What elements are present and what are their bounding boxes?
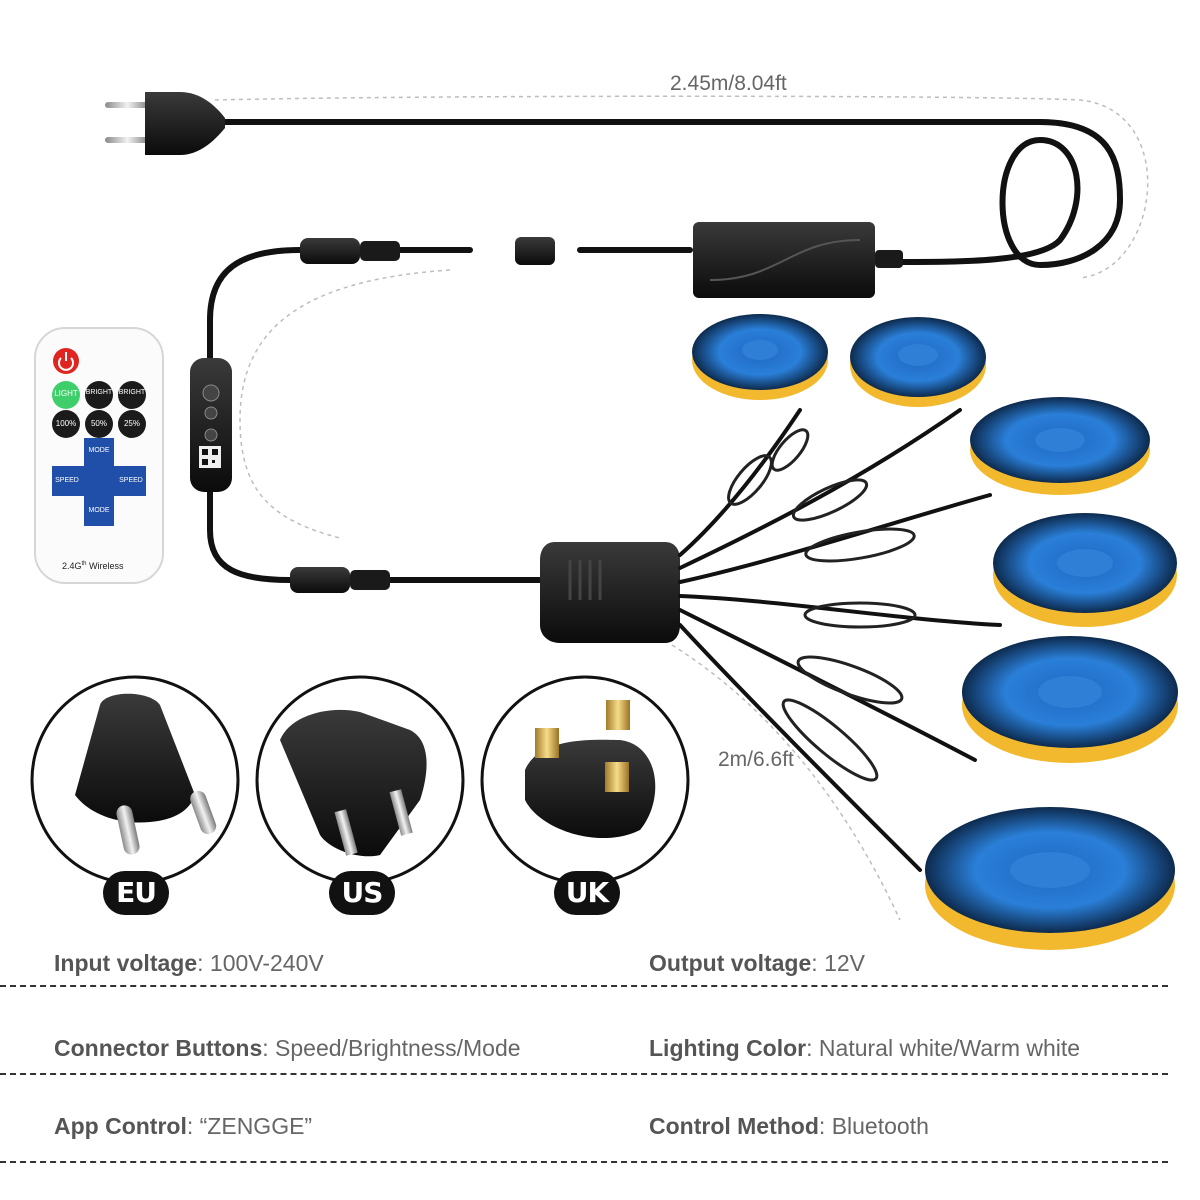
led-strip-coils: [692, 314, 1178, 950]
plug-us-badge: US: [329, 871, 395, 915]
spec-connector-buttons-label: Connector Buttons: [54, 1035, 263, 1061]
remote-bright-up-label: BRIGHT: [85, 389, 113, 396]
spec-lighting-color-value: Natural white/Warm white: [818, 1035, 1081, 1061]
remote-mode-up-label: MODE: [88, 447, 110, 454]
remote-footer-frequency: 2.4G: [62, 561, 82, 571]
remote-speed-left-label: SPEED: [55, 477, 79, 484]
remote-control: [34, 327, 164, 584]
remote-50-label: 50%: [90, 419, 107, 428]
top-cable-length: 2.45m/8.04ft: [670, 72, 787, 95]
plug-uk-badge: UK: [554, 871, 620, 915]
remote-100-label: 100%: [55, 419, 77, 428]
spec-control-method-value: Bluetooth: [831, 1113, 929, 1139]
led-coil-1: [692, 314, 828, 400]
spec-control-method-label: Control Method: [649, 1113, 819, 1139]
inline-controller: [190, 358, 232, 492]
power-cable: [207, 119, 1124, 583]
dc-connector-top: [300, 237, 555, 265]
led-coil-4: [993, 513, 1177, 627]
remote-light-label: LIGHT: [54, 389, 78, 398]
branch-cable-length: 2m/6.6ft: [718, 748, 794, 771]
plug-eu-badge: EU: [103, 871, 169, 915]
eu-plug-top: [105, 92, 225, 155]
power-adapter: [693, 222, 903, 298]
spec-divider-2: [0, 1073, 1168, 1075]
spec-input-voltage: Input voltage: 100V-240V: [54, 950, 324, 976]
branch-cables: [678, 408, 1002, 872]
remote-25-label: 25%: [123, 419, 140, 428]
spec-divider-1: [0, 985, 1168, 987]
spec-output-voltage-value: 12V: [824, 950, 865, 976]
led-coil-3: [970, 397, 1150, 495]
plug-uk-circle: [480, 675, 690, 885]
remote-mode-down-label: MODE: [88, 507, 110, 514]
spec-app-control-label: App Control: [54, 1113, 187, 1139]
spec-input-voltage-value: 100V-240V: [209, 950, 324, 976]
plug-us-circle: [255, 675, 465, 885]
led-coil-2: [850, 317, 986, 407]
led-coil-5: [962, 636, 1178, 763]
dc-connector-bottom: [290, 567, 390, 593]
spec-connector-buttons-value: Speed/Brightness/Mode: [275, 1035, 521, 1061]
plug-eu-circle: [30, 675, 240, 885]
remote-footer-wireless: Wireless: [89, 561, 124, 571]
remote-footer: 2.4Gth Wireless: [62, 561, 124, 571]
spec-lighting-color: Lighting Color: Natural white/Warm white: [649, 1035, 1081, 1061]
remote-bright-down-label: BRIGHT: [118, 389, 146, 396]
splitter-box: [540, 542, 680, 643]
spec-output-voltage: Output voltage: 12V: [649, 950, 865, 976]
led-coil-6: [925, 807, 1175, 950]
spec-connector-buttons: Connector Buttons: Speed/Brightness/Mode: [54, 1035, 521, 1061]
spec-output-voltage-label: Output voltage: [649, 950, 812, 976]
spec-app-control-value: “ZENGGE”: [199, 1113, 313, 1139]
spec-divider-3: [0, 1161, 1168, 1163]
spec-input-voltage-label: Input voltage: [54, 950, 198, 976]
cable-bundles: [727, 428, 917, 782]
dimension-guides: [214, 95, 1149, 921]
spec-app-control: App Control: “ZENGGE”: [54, 1113, 313, 1139]
remote-speed-right-label: SPEED: [119, 477, 143, 484]
remote-footer-sup: th: [81, 561, 87, 567]
spec-control-method: Control Method: Bluetooth: [649, 1113, 929, 1139]
spec-lighting-color-label: Lighting Color: [649, 1035, 807, 1061]
